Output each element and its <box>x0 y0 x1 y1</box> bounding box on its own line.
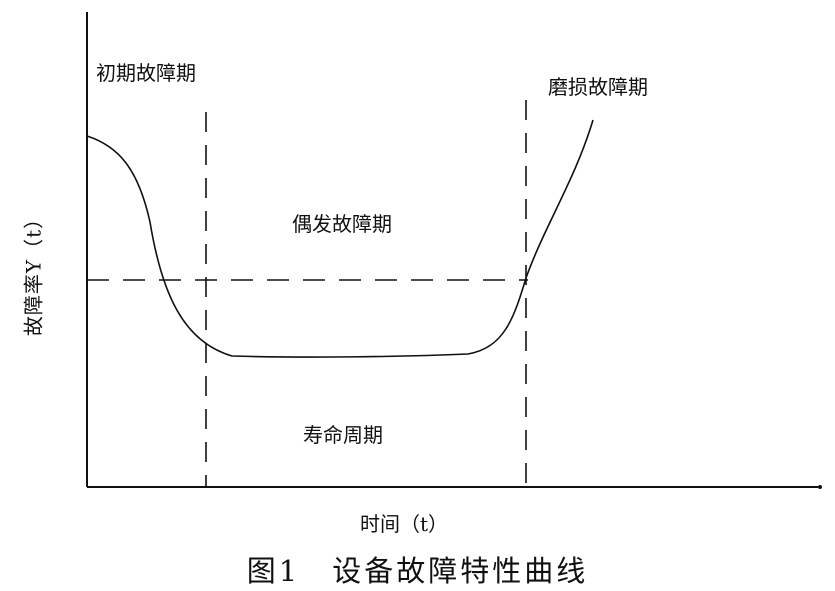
failure-rate-curve <box>86 119 594 358</box>
early-failure-phase-label: 初期故障期 <box>96 61 196 85</box>
figure-caption: 图1 设备故障特性曲线 <box>246 554 589 588</box>
life-cycle-label: 寿命周期 <box>303 423 383 447</box>
random-failure-phase-label: 偶发故障期 <box>292 212 392 236</box>
y-axis-label: 故障率Y（t） <box>21 207 46 337</box>
wearout-failure-phase-label: 磨损故障期 <box>548 75 648 99</box>
x-axis-end-dot <box>818 485 822 489</box>
x-axis-label: 时间（t） <box>360 512 449 536</box>
